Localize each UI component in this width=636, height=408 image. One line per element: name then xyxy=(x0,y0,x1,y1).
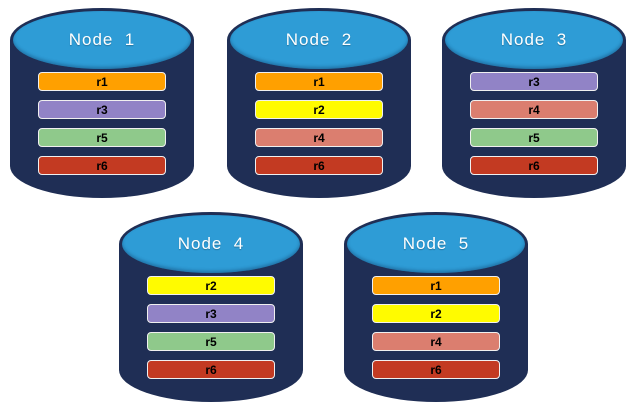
replica-bar-r6: r6 xyxy=(147,360,275,379)
replica-bar-r1: r1 xyxy=(372,276,500,295)
node-title: Node 1 xyxy=(68,30,136,49)
replica-bar-r6: r6 xyxy=(372,360,500,379)
node-title: Node 5 xyxy=(402,234,470,253)
replica-bar-r4: r4 xyxy=(470,100,598,119)
replica-bar-r1: r1 xyxy=(255,72,383,91)
replica-bar-r5: r5 xyxy=(38,128,166,147)
replica-bar-r2: r2 xyxy=(372,304,500,323)
replica-bar-r3: r3 xyxy=(147,304,275,323)
replica-bar-r2: r2 xyxy=(255,100,383,119)
replica-bar-list: r1 r3 r5 r6 xyxy=(10,72,194,175)
replica-bar-r6: r6 xyxy=(38,156,166,175)
node-title: Node 3 xyxy=(500,30,568,49)
cylinder-top-ellipse: Node 2 xyxy=(230,11,408,69)
database-node-3: Node 3 r3 r4 r5 r6 xyxy=(442,8,626,198)
database-node-5: Node 5 r1 r2 r4 r6 xyxy=(344,212,528,402)
replica-bar-r4: r4 xyxy=(372,332,500,351)
replica-bar-r4: r4 xyxy=(255,128,383,147)
replica-bar-r5: r5 xyxy=(470,128,598,147)
cylinder-top-ellipse: Node 4 xyxy=(122,215,300,273)
replica-bar-r6: r6 xyxy=(470,156,598,175)
node-title: Node 2 xyxy=(285,30,353,49)
cylinder-top-ellipse: Node 1 xyxy=(13,11,191,69)
replica-bar-r6: r6 xyxy=(255,156,383,175)
database-node-1: Node 1 r1 r3 r5 r6 xyxy=(10,8,194,198)
replica-bar-r3: r3 xyxy=(470,72,598,91)
replica-bar-r1: r1 xyxy=(38,72,166,91)
database-node-4: Node 4 r2 r3 r5 r6 xyxy=(119,212,303,402)
replica-bar-list: r3 r4 r5 r6 xyxy=(442,72,626,175)
replica-bar-r3: r3 xyxy=(38,100,166,119)
replica-bar-list: r1 r2 r4 r6 xyxy=(344,276,528,379)
cylinder-top-ellipse: Node 5 xyxy=(347,215,525,273)
node-title: Node 4 xyxy=(177,234,245,253)
cylinder-top-ellipse: Node 3 xyxy=(445,11,623,69)
replica-bar-r5: r5 xyxy=(147,332,275,351)
replica-bar-list: r1 r2 r4 r6 xyxy=(227,72,411,175)
database-node-2: Node 2 r1 r2 r4 r6 xyxy=(227,8,411,198)
replica-bar-list: r2 r3 r5 r6 xyxy=(119,276,303,379)
replica-bar-r2: r2 xyxy=(147,276,275,295)
